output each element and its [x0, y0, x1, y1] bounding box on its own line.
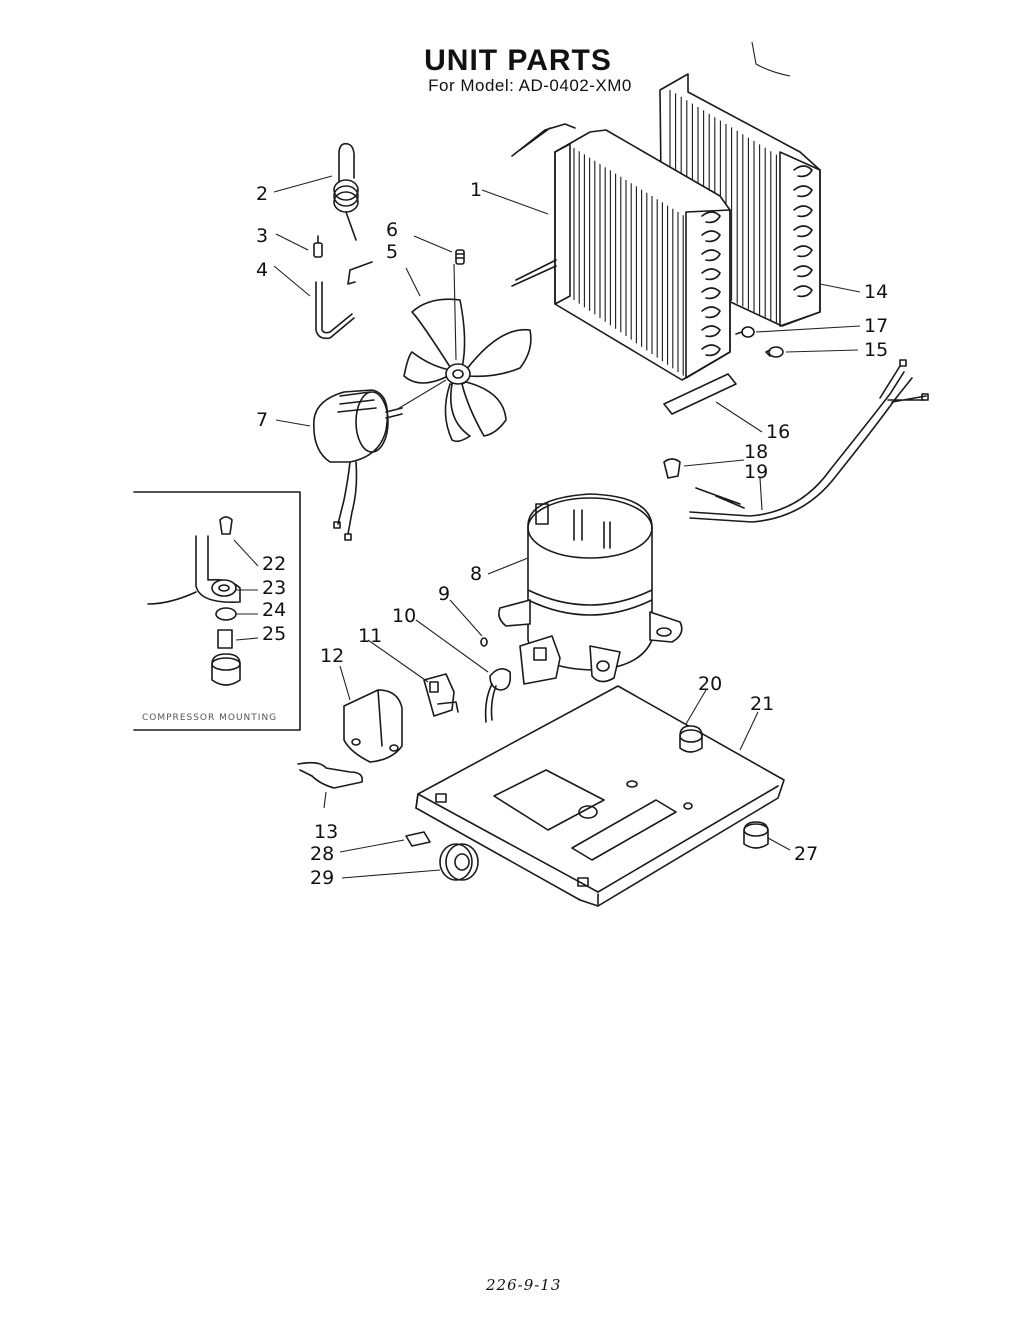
callout-13: 13 [314, 821, 338, 843]
screw-part-15 [765, 346, 784, 358]
callout-12: 12 [320, 645, 344, 667]
terminal-cover [343, 689, 403, 763]
callout-25: 25 [262, 623, 286, 645]
set-screw-part-6 [455, 249, 465, 265]
fan-motor [313, 379, 447, 541]
model-subtitle: For Model: AD-0402-XM0 [428, 76, 632, 95]
callout-3: 3 [256, 225, 268, 247]
compressor [498, 493, 683, 683]
overload-protector [480, 635, 561, 723]
callout-10: 10 [392, 605, 416, 627]
mounting-detail-inset: COMPRESSOR MOUNTING [133, 491, 301, 731]
relay [423, 673, 459, 717]
callout-8: 8 [470, 563, 482, 585]
callout-27: 27 [794, 843, 818, 865]
callout-7: 7 [256, 409, 268, 431]
wheel-part-29 [439, 843, 479, 881]
callout-15: 15 [864, 339, 888, 361]
wiring-harness [689, 359, 929, 523]
callout-9: 9 [438, 583, 450, 605]
foot-part-27 [743, 821, 769, 849]
callout-14: 14 [864, 281, 888, 303]
callout-21: 21 [750, 693, 774, 715]
callout-11: 11 [358, 625, 382, 647]
base-pan [415, 685, 785, 907]
grommet-part-20 [679, 725, 703, 753]
insulation-strip [663, 373, 737, 415]
callout-29: 29 [310, 867, 334, 889]
callout-28: 28 [310, 843, 334, 865]
callout-16: 16 [766, 421, 790, 443]
page-code: 226-9-13 [486, 1276, 562, 1294]
leader-lines [233, 175, 861, 879]
screw-part-17 [735, 326, 755, 338]
corner-mark [751, 41, 791, 77]
callout-labels: 2 3 4 6 5 7 1 14 17 15 16 18 19 8 9 10 1… [256, 179, 888, 889]
callout-22: 22 [262, 553, 286, 575]
callout-24: 24 [262, 599, 286, 621]
clip-part-13 [297, 761, 364, 789]
fitting-part-3 [313, 235, 323, 258]
capillary-tube [333, 142, 373, 285]
bent-tube-part-4 [315, 281, 355, 340]
callout-17: 17 [864, 315, 888, 337]
pin-part-28 [405, 831, 431, 847]
callout-5: 5 [386, 241, 398, 263]
fan-blade [403, 263, 532, 443]
callout-6: 6 [386, 219, 398, 241]
callout-18: 18 [744, 441, 768, 463]
evaporator-coil [511, 123, 731, 381]
page-title: UNIT PARTS [424, 44, 612, 77]
screw-part-18 [663, 458, 681, 479]
callout-1: 1 [470, 179, 482, 201]
callout-2: 2 [256, 183, 268, 205]
callout-19: 19 [744, 461, 768, 483]
callout-23: 23 [262, 577, 286, 599]
callout-4: 4 [256, 259, 268, 281]
svg-text:COMPRESSOR MOUNTING: COMPRESSOR MOUNTING [142, 713, 277, 723]
callout-20: 20 [698, 673, 722, 695]
